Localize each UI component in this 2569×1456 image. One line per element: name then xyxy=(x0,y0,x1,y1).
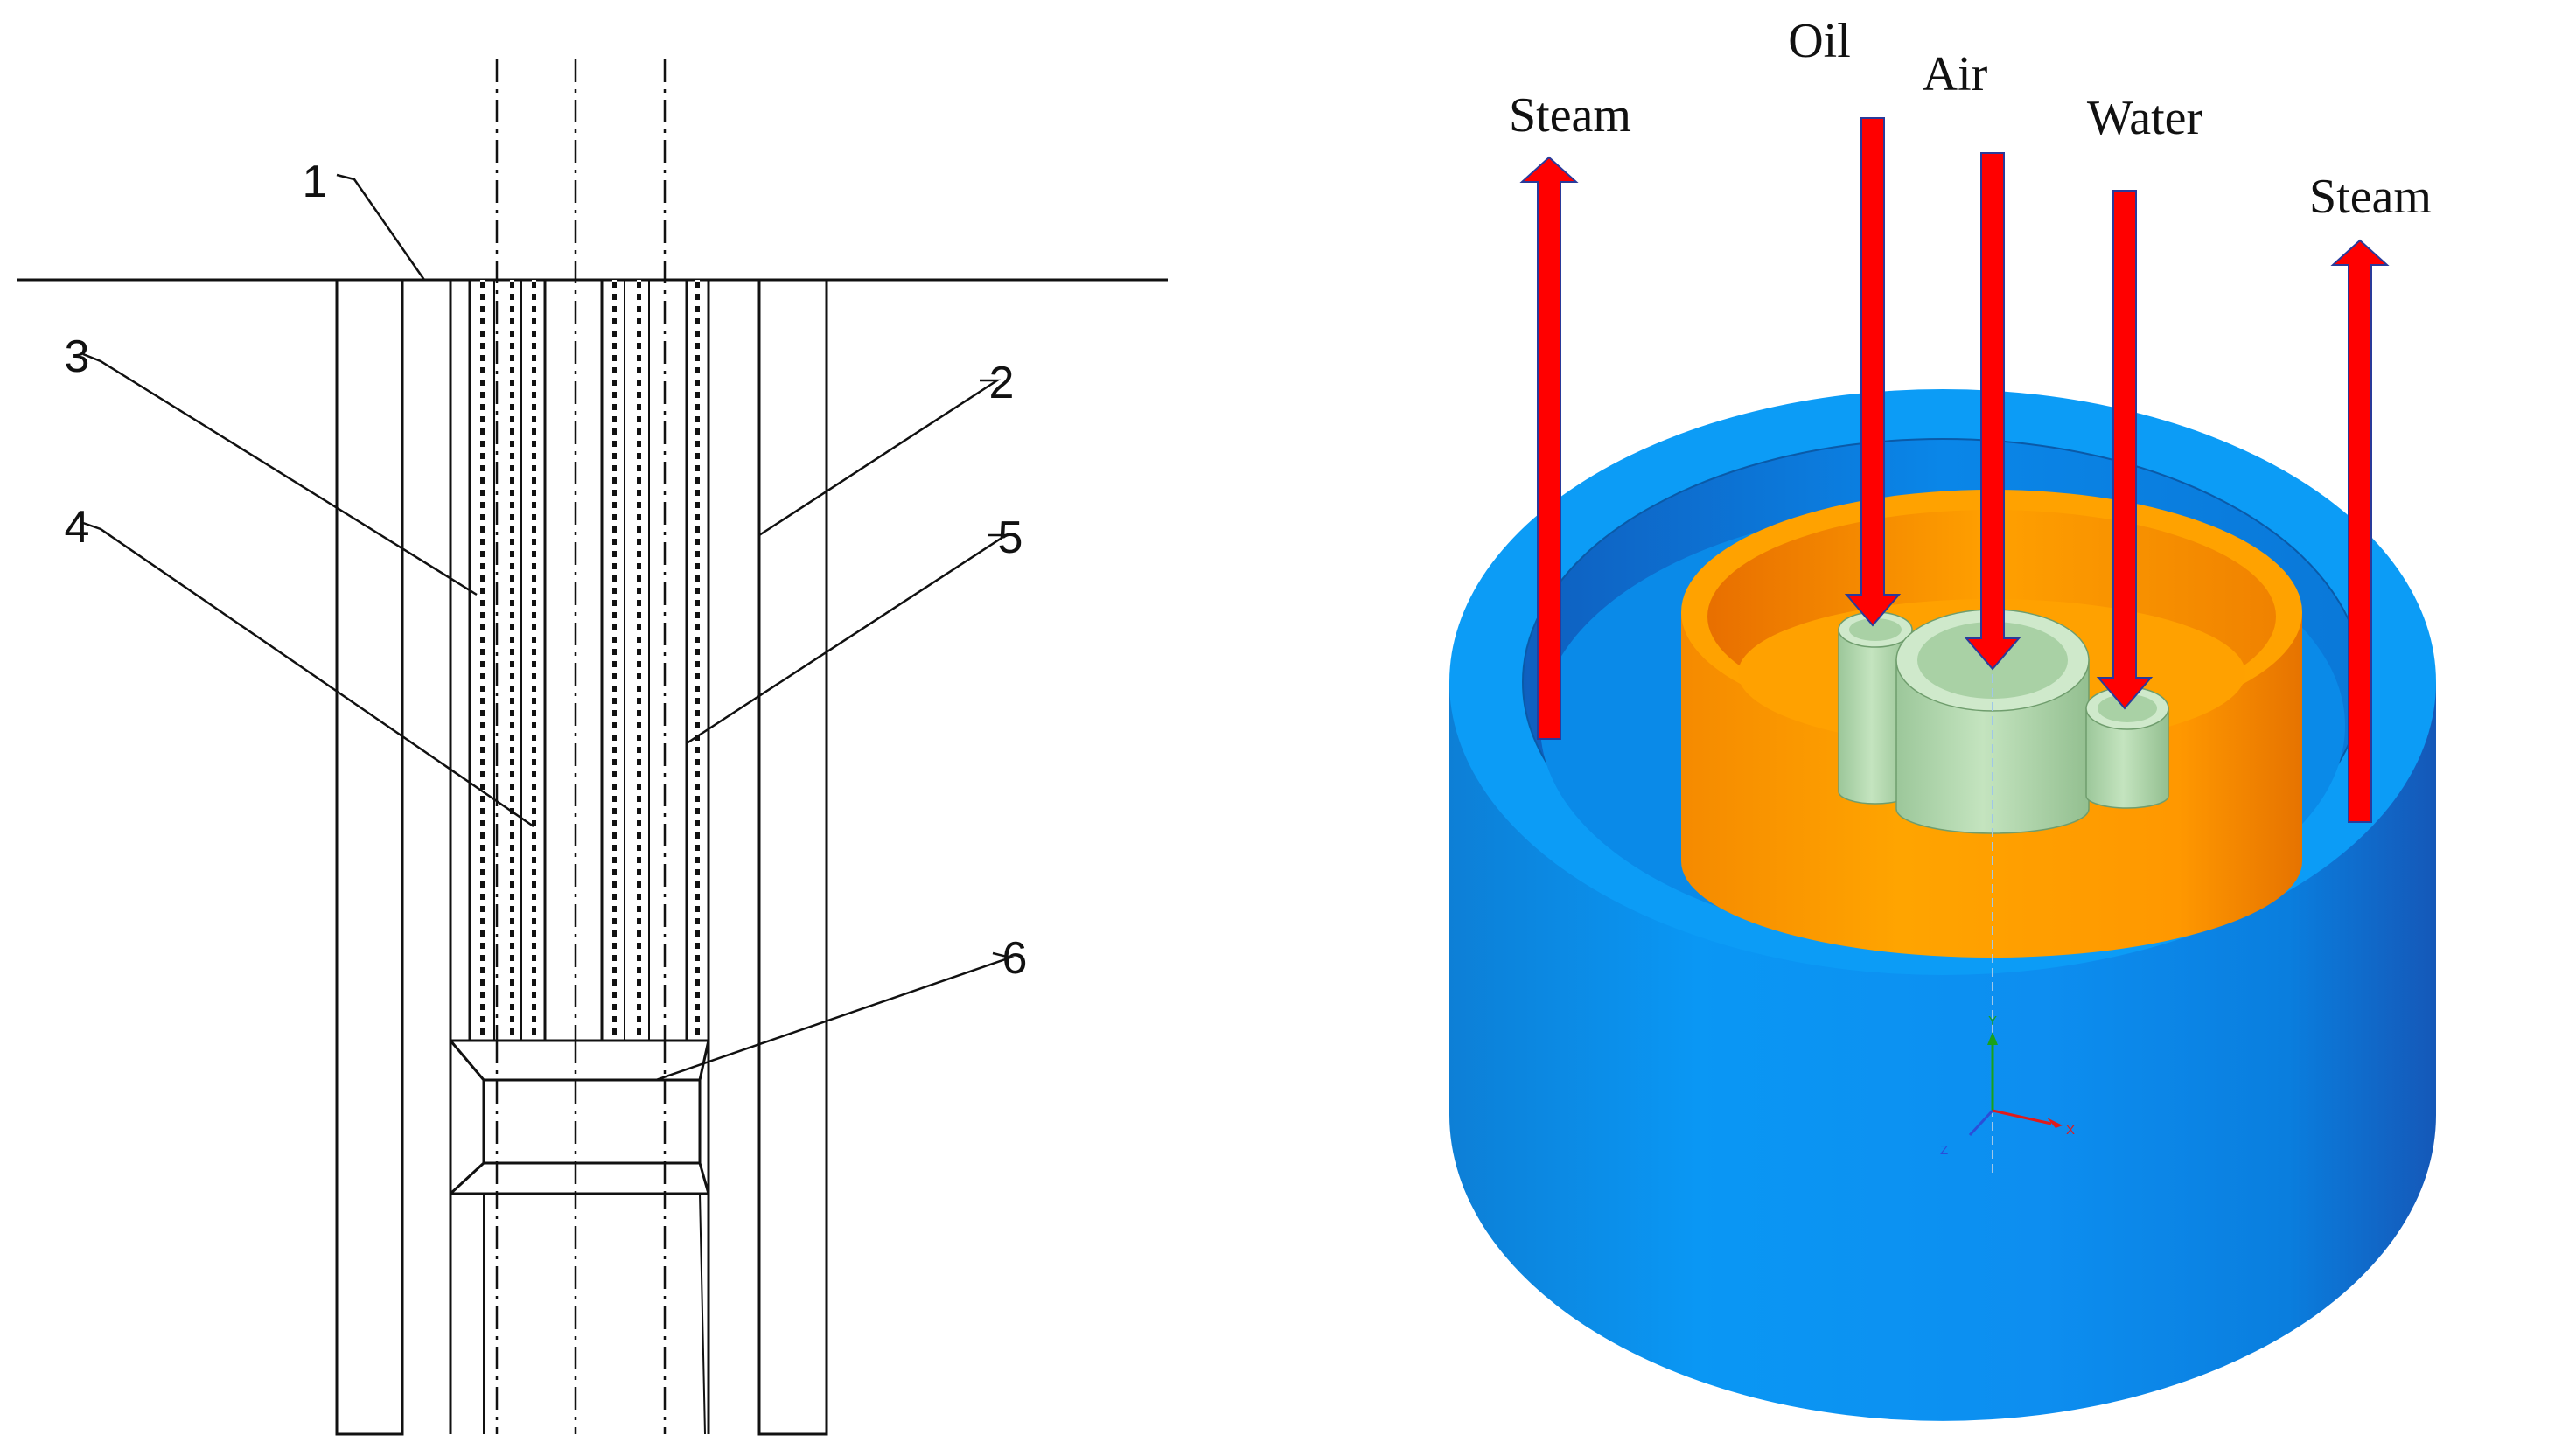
label-1: 1 xyxy=(303,157,328,207)
label-4: 4 xyxy=(65,502,90,553)
leader-line-6 xyxy=(655,951,1015,1082)
flow-arrows xyxy=(1519,117,2390,823)
label-steam-left: Steam xyxy=(1509,88,1631,143)
label-6: 6 xyxy=(1002,933,1028,984)
label-steam-right: Steam xyxy=(2309,170,2432,224)
technical-drawing xyxy=(17,59,1168,1436)
leader-line-3 xyxy=(82,352,478,596)
pipe-wall-hatch xyxy=(637,280,641,1041)
leader-line-2 xyxy=(758,379,1002,537)
label-3: 3 xyxy=(65,331,90,382)
label-air: Air xyxy=(1923,47,1988,101)
lower-pipe-line xyxy=(699,1193,706,1435)
packer xyxy=(449,1039,710,1195)
pipe-wall-hatch xyxy=(612,280,617,1041)
air-arrow xyxy=(1964,152,2021,671)
outer-casing-left-wall xyxy=(335,278,404,1436)
outer-casing-right-wall xyxy=(757,278,828,1436)
label-2: 2 xyxy=(989,358,1015,408)
oil-arrow xyxy=(1844,117,1902,627)
water-pipe xyxy=(2085,686,2169,809)
axis-label-y: Y xyxy=(1988,1014,1997,1028)
pipe-wall-hatch xyxy=(510,280,514,1041)
leader-line-5 xyxy=(686,533,1010,745)
leader-line-4 xyxy=(82,521,534,828)
pipe-wall-hatch xyxy=(480,280,485,1041)
cylinder-model: Y X Z xyxy=(1449,389,2436,1421)
steam-left-arrow xyxy=(1519,156,1579,740)
axis-label-x: X xyxy=(2066,1123,2075,1138)
pipe-wall-hatch xyxy=(695,280,700,1041)
axis-triad: Y X Z xyxy=(1940,1014,2075,1158)
water-arrow xyxy=(2096,190,2154,710)
steam-right-arrow xyxy=(2330,239,2390,823)
pipe-wall-hatch xyxy=(532,280,536,1041)
axis-label-z: Z xyxy=(1940,1143,1948,1158)
label-5: 5 xyxy=(998,512,1023,563)
leader-line-1 xyxy=(336,173,426,281)
label-oil: Oil xyxy=(1788,14,1851,68)
label-water: Water xyxy=(2087,91,2203,145)
